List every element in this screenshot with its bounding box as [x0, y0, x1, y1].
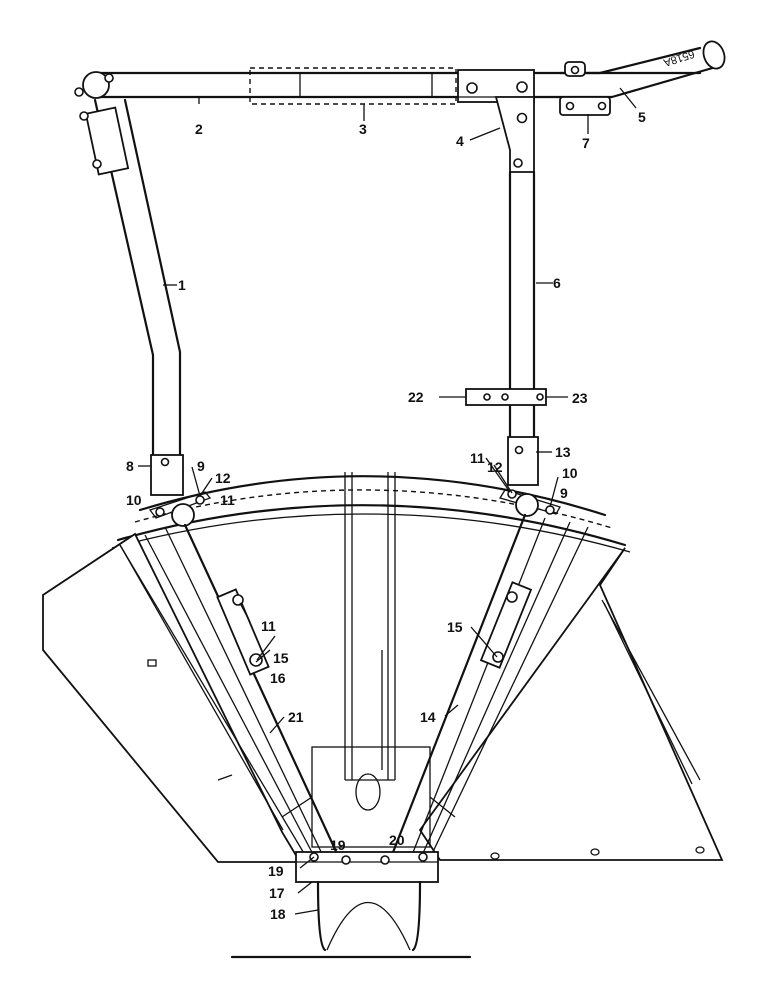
callout-19-left: 19 — [268, 863, 284, 879]
callout-10-right: 10 — [562, 465, 578, 481]
callout-7: 7 — [582, 135, 590, 151]
right-foot-clamp — [507, 436, 539, 486]
handle-end — [558, 40, 726, 99]
handle-bar — [74, 71, 702, 99]
callout-11-right: 11 — [470, 450, 485, 466]
callout-23: 23 — [572, 390, 588, 406]
callout-15-right: 15 — [447, 619, 463, 635]
leader-lines — [138, 87, 637, 915]
left-leg — [79, 98, 182, 462]
callout-11-left: 11 — [220, 492, 235, 508]
callout-6: 6 — [553, 275, 561, 291]
callout-11-plate: 11 — [261, 618, 276, 634]
callout-5: 5 — [638, 109, 646, 125]
reference-code: 6518A — [661, 47, 696, 68]
callout-2: 2 — [195, 121, 203, 137]
callout-12-left: 12 — [215, 470, 231, 486]
callout-14: 14 — [420, 709, 436, 725]
callout-8: 8 — [126, 458, 134, 474]
sliding-sleeve — [249, 67, 457, 105]
callout-17: 17 — [269, 885, 285, 901]
right-strut-plate — [479, 581, 533, 669]
callout-16: 16 — [270, 670, 286, 686]
callout-18: 18 — [270, 906, 286, 922]
callout-19-mid: 19 — [330, 837, 346, 853]
callout-labels: 1 2 3 4 5 6 7 8 9 9 10 10 11 11 11 12 12… — [126, 109, 646, 922]
callout-9-left: 9 — [197, 458, 205, 474]
callout-10-left: 10 — [126, 492, 142, 508]
bottom-hub — [230, 746, 472, 959]
center-mast — [344, 472, 396, 781]
callout-21: 21 — [288, 709, 304, 725]
callout-1: 1 — [178, 277, 186, 293]
callout-13: 13 — [555, 444, 571, 460]
callout-15-left: 15 — [273, 650, 289, 666]
callout-3: 3 — [359, 121, 367, 137]
callout-4: 4 — [456, 133, 464, 149]
callout-12-right: 12 — [487, 459, 503, 475]
callout-22: 22 — [408, 389, 424, 405]
left-guard — [42, 532, 302, 863]
bracket-7 — [559, 96, 611, 116]
right-guard — [418, 547, 724, 861]
radial-struts — [119, 513, 589, 862]
right-leg — [508, 170, 536, 462]
callout-20: 20 — [389, 832, 405, 848]
callout-9-right: 9 — [560, 485, 568, 501]
